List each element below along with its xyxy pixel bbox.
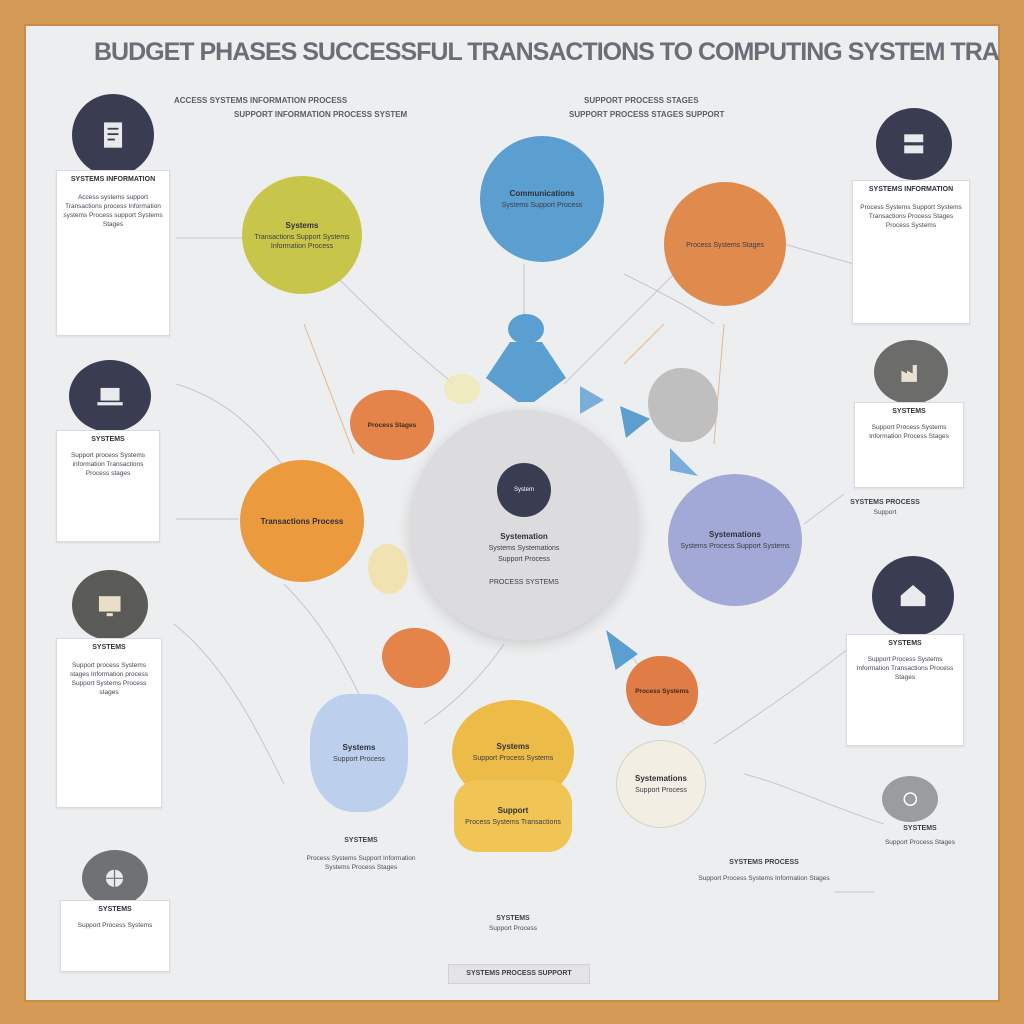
text-right-mid: SYSTEMS PROCESS Support [800,498,970,517]
card-right-3-body: Support Process Systems Information Tran… [856,656,954,681]
node-blue-body: Systems Support Process [501,202,583,209]
node-blue-stack: Systems Support Process [310,694,408,812]
card-left-2-title: SYSTEMS [91,436,125,443]
card-right-3: SYSTEMS Support Process Systems Informat… [846,634,964,746]
card-left-4-title: SYSTEMS [98,906,132,913]
card-right-1: SYSTEMS INFORMATION Process Systems Supp… [852,180,970,324]
node-orange-left-title: Transactions Process [260,516,344,526]
blob-orange-low-right: Process Systems [626,656,698,726]
text-bottom-right: SYSTEMS PROCESS Support Process Systems … [694,858,834,883]
node-orange-top: Process Systems Stages [664,182,786,306]
factory-icon [874,340,948,404]
text-far-right-bottom-title: SYSTEMS [903,825,937,832]
card-left-3: SYSTEMS Support process Systems stages I… [56,638,162,808]
blob-orange-low-left [382,628,450,688]
monitor-icon [72,570,148,640]
central-hub-line1: Systems Systemations [488,545,560,552]
blob-grey [648,368,718,442]
card-right-2: SYSTEMS Support Process Systems Informat… [854,402,964,488]
node-blue-stack-title: Systems [342,743,376,752]
central-hub-line2: Support Process [498,556,550,563]
node-yellow-base-title: Support [497,806,529,815]
card-right-1-body: Process Systems Support Systems Transact… [860,204,962,229]
node-lavender-title: Systemations [708,530,762,539]
card-left-2-body: Support process Systems information Tran… [70,452,146,477]
subtitle-right-line2: SUPPORT PROCESS STAGES SUPPORT [569,110,725,119]
central-hub-line3: PROCESS SYSTEMS [489,579,559,586]
blob-orange-low-right-label: Process Systems [635,687,689,695]
card-right-1-title: SYSTEMS INFORMATION [868,186,954,193]
text-bottom-left-body: Process Systems Support Information Syst… [306,855,416,871]
central-hub-badge: System [497,463,551,517]
node-yellow-base: Support Process Systems Transactions [454,780,572,852]
card-left-1-title: SYSTEMS INFORMATION [70,176,156,183]
node-orange-top-body: Process Systems Stages [686,241,764,249]
card-left-1: SYSTEMS INFORMATION Access systems suppo… [56,170,170,336]
subtitle-left-line1: ACCESS SYSTEMS INFORMATION PROCESS [174,96,348,105]
footer-label: SYSTEMS PROCESS SUPPORT [448,964,590,984]
node-cream-body: Support Process [635,787,687,794]
card-left-3-body: Support process Systems stages Informati… [69,662,149,696]
node-yellow-base-body: Process Systems Transactions [465,819,561,826]
blob-orange-mid-label: Process Stages [367,421,417,429]
card-left-2: SYSTEMS Support process Systems informat… [56,430,160,542]
central-hub: System Systemation Systems Systemations … [410,410,638,640]
text-right-mid-body: Support [873,509,897,516]
card-left-4-body: Support Process Systems [77,922,153,929]
text-bottom-right-body: Support Process Systems Information Stag… [698,875,830,882]
diagram-frame: BUDGET PHASES SUCCESSFUL TRANSACTIONS TO… [24,24,1000,1002]
globe-icon [882,776,938,822]
laptop-icon [69,360,151,432]
card-right-3-title: SYSTEMS [888,640,922,647]
diagram-title: BUDGET PHASES SUCCESSFUL TRANSACTIONS TO… [94,38,1000,66]
server-icon [876,108,952,180]
card-left-4: SYSTEMS Support Process Systems [60,900,170,972]
text-bottom-left: SYSTEMS Process Systems Support Informat… [306,836,416,872]
text-far-right-bottom-body: Support Process Stages [884,839,956,846]
node-yellow-green-body: Transactions Support Systems Information… [254,233,350,250]
document-icon [72,94,154,176]
card-left-1-body: Access systems support Transactions proc… [63,194,163,228]
node-yellow-green-title: Systems [285,220,319,230]
node-blue-title: Communications [509,189,575,198]
subtitle-right-line1: SUPPORT PROCESS STAGES [584,96,699,105]
text-bottom-right-title: SYSTEMS PROCESS [729,859,799,866]
node-lavender: Systemations Systems Process Support Sys… [668,474,802,606]
blob-pale-yellow-2 [368,544,408,594]
node-cream: Systemations Support Process [616,740,706,828]
text-right-mid-title: SYSTEMS PROCESS [850,499,920,506]
text-bottom-left-title: SYSTEMS [344,837,378,844]
card-right-2-body: Support Process Systems Information Proc… [869,424,949,440]
node-yellow-bottom-body: Support Process Systems [472,755,554,762]
person-head-shape [508,314,544,344]
text-bottom-mid-body: Support Process [488,925,538,932]
text-bottom-mid-title: SYSTEMS [496,915,530,922]
node-yellow-bottom-title: Systems [496,742,530,751]
text-bottom-mid: SYSTEMS Support Process [458,914,568,933]
text-far-right-bottom: SYSTEMS Support Process Stages [870,824,970,847]
blob-orange-mid: Process Stages [350,390,434,460]
node-blue-stack-body: Support Process [333,756,385,763]
node-orange-left: Transactions Process [240,460,364,582]
subtitle-left-line2: SUPPORT INFORMATION PROCESS SYSTEM [234,110,408,119]
central-hub-title: Systemation [500,532,548,541]
card-right-2-title: SYSTEMS [892,408,926,415]
globe-icon [82,850,148,906]
blob-pale-yellow [444,374,480,404]
node-lavender-body: Systems Process Support Systems [680,543,790,550]
node-blue: Communications Systems Support Process [480,136,604,262]
house-icon [872,556,954,636]
node-cream-title: Systemations [634,774,688,783]
node-yellow-green: Systems Transactions Support Systems Inf… [242,176,362,294]
card-left-3-title: SYSTEMS [92,644,126,651]
